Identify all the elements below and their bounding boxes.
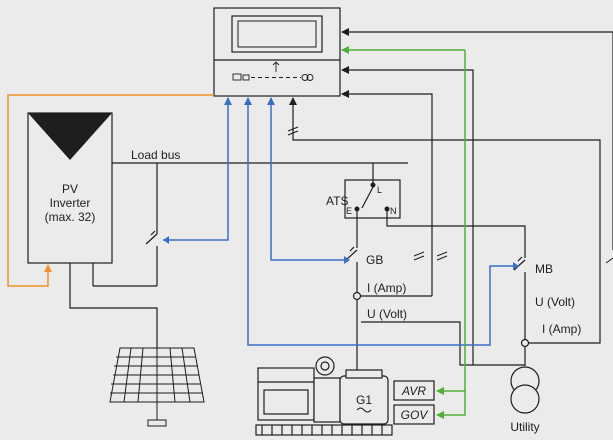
controller-breaker-icon (232, 61, 314, 81)
pv-breaker (92, 163, 158, 287)
mains-breaker (386, 211, 530, 366)
blue-control-lines (163, 97, 518, 346)
pv-inverter: PV Inverter (max. 32) (27, 112, 113, 264)
pv-breaker-arrow (163, 236, 169, 244)
solar-panel-icon (109, 347, 205, 427)
utility-transformer-icon (510, 366, 540, 414)
controller-unit (213, 7, 341, 97)
gen-current-label: I (Amp) (367, 281, 406, 295)
avr-box: AVR (393, 380, 435, 401)
gov-box: GOV (393, 404, 435, 425)
load-bus-label: Load bus (131, 148, 180, 162)
generator-set-icon (255, 356, 393, 436)
utility-label: Utility (510, 420, 539, 434)
mb-label: MB (535, 262, 553, 276)
gov-label: GOV (401, 408, 429, 422)
ats-n-terminal: N (390, 206, 397, 216)
ats-label: ATS (326, 194, 348, 208)
mains-current-label: I (Amp) (542, 322, 581, 336)
gb-label: GB (366, 253, 383, 267)
generator-breaker (345, 211, 362, 370)
pv-dc-cable (69, 263, 158, 348)
mb-arrow (513, 262, 519, 270)
load-bus: Load bus (112, 148, 408, 164)
green-control-lines (341, 46, 466, 419)
ats-switch: ATS L E N (326, 163, 401, 219)
avr-label: AVR (401, 384, 426, 398)
ats-l-terminal: L (377, 185, 382, 195)
ats-e-terminal: E (346, 206, 352, 216)
inverter-label: Inverter (50, 196, 91, 210)
mains-voltage-label: U (Volt) (535, 295, 575, 309)
conductor-ticks (287, 126, 613, 264)
ac-wave-icon (356, 407, 372, 413)
inverter-count-label: (max. 32) (45, 210, 96, 224)
generator-label: G1 (356, 393, 372, 407)
gen-voltage-label: U (Volt) (367, 307, 407, 321)
gb-arrow (344, 256, 350, 264)
pv-label: PV (62, 182, 78, 196)
measurement-lines (289, 28, 613, 366)
orange-control-line (7, 94, 214, 287)
